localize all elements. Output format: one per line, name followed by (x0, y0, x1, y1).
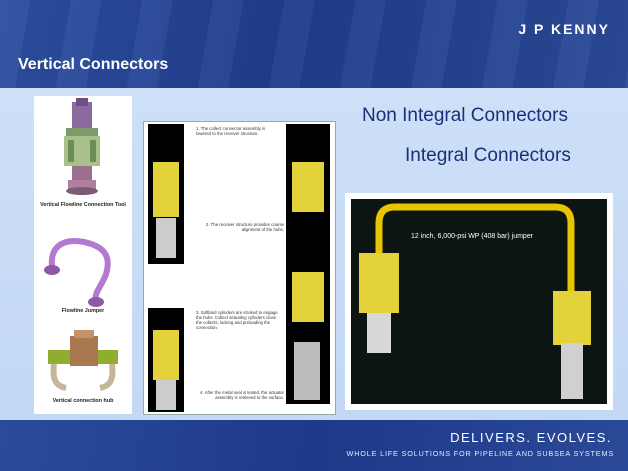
caption-flowline-jumper: Flowline Jumper (61, 308, 105, 314)
footer-banner (0, 420, 628, 471)
step-1-text: 1. The collect connector assembly is low… (196, 126, 266, 136)
installation-sequence-images (148, 124, 330, 412)
step-2-image (286, 124, 330, 244)
installation-steps-panel: 1. The collect connector assembly is low… (143, 121, 336, 415)
flowline-jumper-image (44, 238, 111, 307)
step-2-text: 2. The receiver structure provides coars… (205, 222, 284, 232)
heading-integral: Integral Connectors (405, 145, 571, 166)
slide-title: Vertical Connectors (18, 56, 169, 73)
jumper-illustration (351, 199, 607, 404)
step-3-text: 3. Softland cylinders are stroked to eng… (196, 310, 278, 330)
component-illustrations (44, 98, 118, 391)
step-4-image (286, 244, 330, 404)
vertical-hub-image (48, 330, 118, 391)
footer-slogan: DELIVERS. EVOLVES. (450, 430, 612, 445)
step-4-text: 4. After the metal seal is tested, the a… (200, 390, 284, 400)
step-3-image (148, 308, 184, 412)
heading-non-integral: Non Integral Connectors (362, 105, 568, 126)
jumper-label: 12 inch, 6,000-psi WP (408 bar) jumper (411, 233, 534, 240)
component-images-panel: Vertical Flowline Connection Tool Flowli… (34, 96, 132, 414)
step-1-image (148, 124, 184, 264)
footer-tagline: WHOLE LIFE SOLUTIONS FOR PIPELINE AND SU… (346, 449, 614, 458)
header-banner: J P KENNY Vertical Connectors (0, 0, 628, 88)
caption-vertical-hub: Vertical connection hub (52, 398, 114, 404)
header-texture (0, 0, 628, 88)
connection-tool-image (64, 98, 100, 195)
brand-logo: J P KENNY (518, 21, 610, 37)
caption-connection-tool: Vertical Flowline Connection Tool (40, 202, 126, 208)
jumper-image-panel: 12 inch, 6,000-psi WP (408 bar) jumper (345, 193, 613, 410)
